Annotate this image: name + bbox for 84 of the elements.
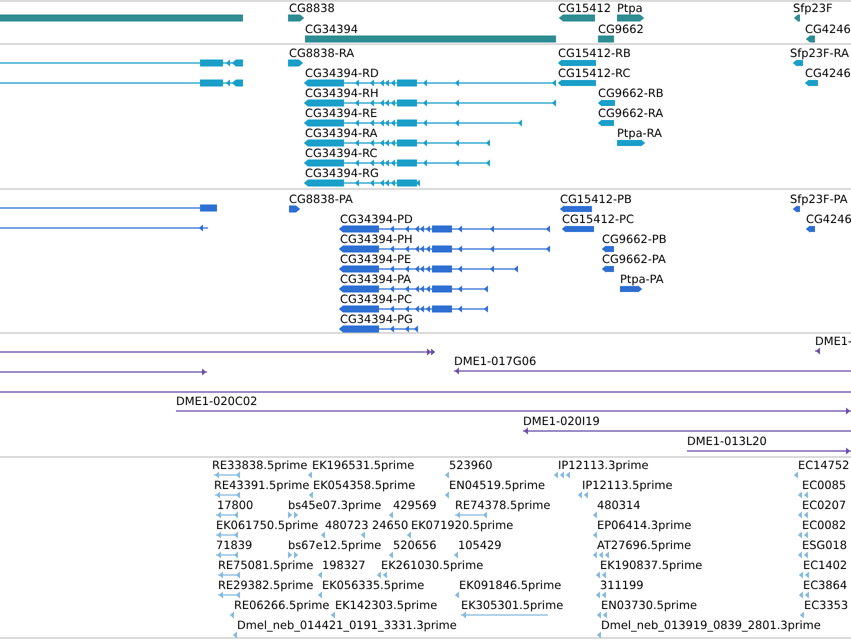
feature-label: EC3864	[803, 578, 848, 592]
feature-label: 520656	[393, 538, 436, 552]
feature-label: EC0207	[802, 498, 846, 512]
feature-label: Ptpa-PA	[620, 272, 664, 286]
feature-label: EC3353	[804, 598, 848, 612]
feature-label: RE74378.5prime	[455, 498, 550, 512]
feature-label: CG34394-RG	[305, 166, 379, 180]
feature-label: CG34394-PA	[340, 272, 412, 286]
feature-label: CG34394-PC	[340, 292, 412, 306]
feature-label: 24650	[372, 518, 408, 532]
feature-label: 198327	[322, 558, 366, 572]
feature-label: CG9662-RA	[598, 106, 664, 120]
feature-label: CG34394-PH	[340, 232, 413, 246]
feature-label: RE29382.5prime	[218, 578, 314, 592]
feature-label: EP06414.3prime	[597, 518, 692, 532]
feature-label: CG15412-PB	[560, 192, 632, 206]
feature-label: CG15412-RC	[558, 66, 630, 80]
feature-label: RE75081.5prime	[218, 558, 314, 572]
feature-label: EC14752	[798, 458, 850, 472]
feature-label: CG8838-PA	[289, 192, 353, 206]
feature-label: Ptpa-RA	[617, 126, 662, 140]
feature-label: Dmel_neb_014421_0191_3331.3prime	[237, 618, 457, 632]
feature-label: 105429	[458, 538, 502, 552]
feature-label: EN03730.5prime	[601, 598, 698, 612]
feature-label: 17800	[217, 498, 254, 512]
feature-label: CG15412-PC	[562, 212, 634, 226]
feature-label: CG4246	[805, 66, 851, 80]
feature-label: EK190837.5prime	[600, 558, 702, 572]
feature-label: CG9662-PA	[602, 252, 666, 266]
feature-label: IP12113.3prime	[558, 458, 649, 472]
feature-label: DME1-017G06	[454, 354, 536, 368]
feature-label: Dmel_neb_013919_0839_2801.3prime	[601, 618, 821, 632]
feature-label: EK091846.5prime	[459, 578, 562, 592]
feature-label: 311199	[600, 578, 644, 592]
feature-label: CG15412	[558, 1, 612, 15]
feature-label: CG34394-RH	[305, 86, 379, 100]
feature-label: EK054358.5prime	[313, 478, 416, 492]
feature-label: DME1-020I19	[523, 414, 600, 428]
feature-label: CG34394-RC	[305, 146, 378, 160]
feature-label: RE43391.5prime	[214, 478, 310, 492]
feature-label: CG9662-RB	[598, 86, 664, 100]
feature-label: RE33838.5prime	[212, 458, 308, 472]
feature-label: EK056335.5prime	[322, 578, 424, 592]
feature-label: ESG018	[802, 538, 847, 552]
feature-label: EK142303.5prime	[335, 598, 438, 612]
feature-label: bs45e07.3prime	[288, 498, 382, 512]
feature-label: CG15412-RB	[558, 46, 631, 60]
feature-label: DME1-013L20	[687, 434, 767, 448]
feature-label: EN04519.5prime	[449, 478, 546, 492]
feature-label: Sfp23F	[793, 1, 833, 15]
feature-label: CG34394-PD	[340, 212, 413, 226]
feature-label: IP12113.5prime	[582, 478, 673, 492]
feature-label: bs67e12.5prime	[288, 538, 382, 552]
feature-label: CG34394-PG	[340, 312, 413, 326]
feature-label: Ptpa	[617, 1, 643, 15]
feature-label: Sfp23F-RA	[790, 46, 849, 60]
feature-label: RE06266.5prime	[234, 598, 330, 612]
feature-label: 71839	[216, 538, 252, 552]
feature-label: CG34394-RA	[305, 126, 378, 140]
feature-label: EC1402	[803, 558, 848, 572]
feature-label: EC0082	[802, 518, 846, 532]
feature-label: CG9662	[598, 22, 644, 36]
feature-label: AT27696.5prime	[597, 538, 692, 552]
feature-label: EK196531.5prime	[312, 458, 414, 472]
feature-label: CG34394-RE	[305, 106, 378, 120]
feature-label: 480314	[597, 498, 640, 512]
feature-label: DME1-020C02	[176, 394, 258, 408]
feature-label: CG4246	[806, 212, 851, 226]
feature-label: CG9662-PB	[602, 232, 667, 246]
feature-label: EK305301.5prime	[461, 598, 564, 612]
feature-label: EK061750.5prime	[216, 518, 318, 532]
feature-label: CG8838	[289, 1, 335, 15]
feature-label: EC0085	[802, 478, 846, 492]
feature-label: CG34394-PE	[340, 252, 412, 266]
feature-label: CG8838-RA	[289, 46, 354, 60]
feature-label: Sfp23F-PA	[790, 192, 848, 206]
feature-label: EK261030.5prime	[381, 558, 484, 572]
feature-label: 523960	[449, 458, 492, 472]
feature-label: EK071920.5prime	[411, 518, 514, 532]
feature-label: CG4246	[805, 22, 851, 36]
feature-label: 429569	[393, 498, 436, 512]
feature-label: CG34394-RD	[305, 66, 379, 80]
feature-label: CG34394	[305, 22, 358, 36]
feature-label: 480723	[325, 518, 368, 532]
